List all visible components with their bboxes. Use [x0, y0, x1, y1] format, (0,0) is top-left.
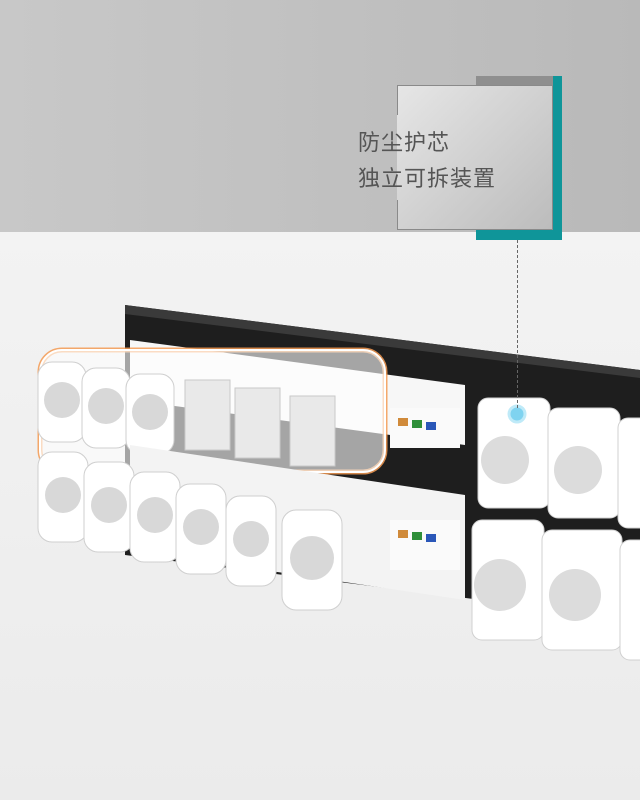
callout-top-bar	[476, 76, 562, 85]
callout-teal-edge	[553, 76, 562, 240]
terminal-blocks	[390, 408, 460, 570]
lower-left-modules	[37, 445, 465, 611]
callout-border-left-bottom	[397, 200, 398, 230]
callout-box	[397, 85, 553, 230]
callout-leader-line	[517, 240, 518, 408]
callout-teal-bottom	[476, 230, 562, 240]
callout-border-left-top	[397, 85, 398, 115]
panel-top-edge	[125, 305, 640, 378]
callout-subtitle: 独立可拆装置	[358, 167, 497, 192]
callout-title: 防尘护芯	[358, 131, 451, 156]
marker-dot	[507, 404, 527, 424]
callout-text: 防尘护芯 独立可拆装置	[358, 126, 496, 198]
